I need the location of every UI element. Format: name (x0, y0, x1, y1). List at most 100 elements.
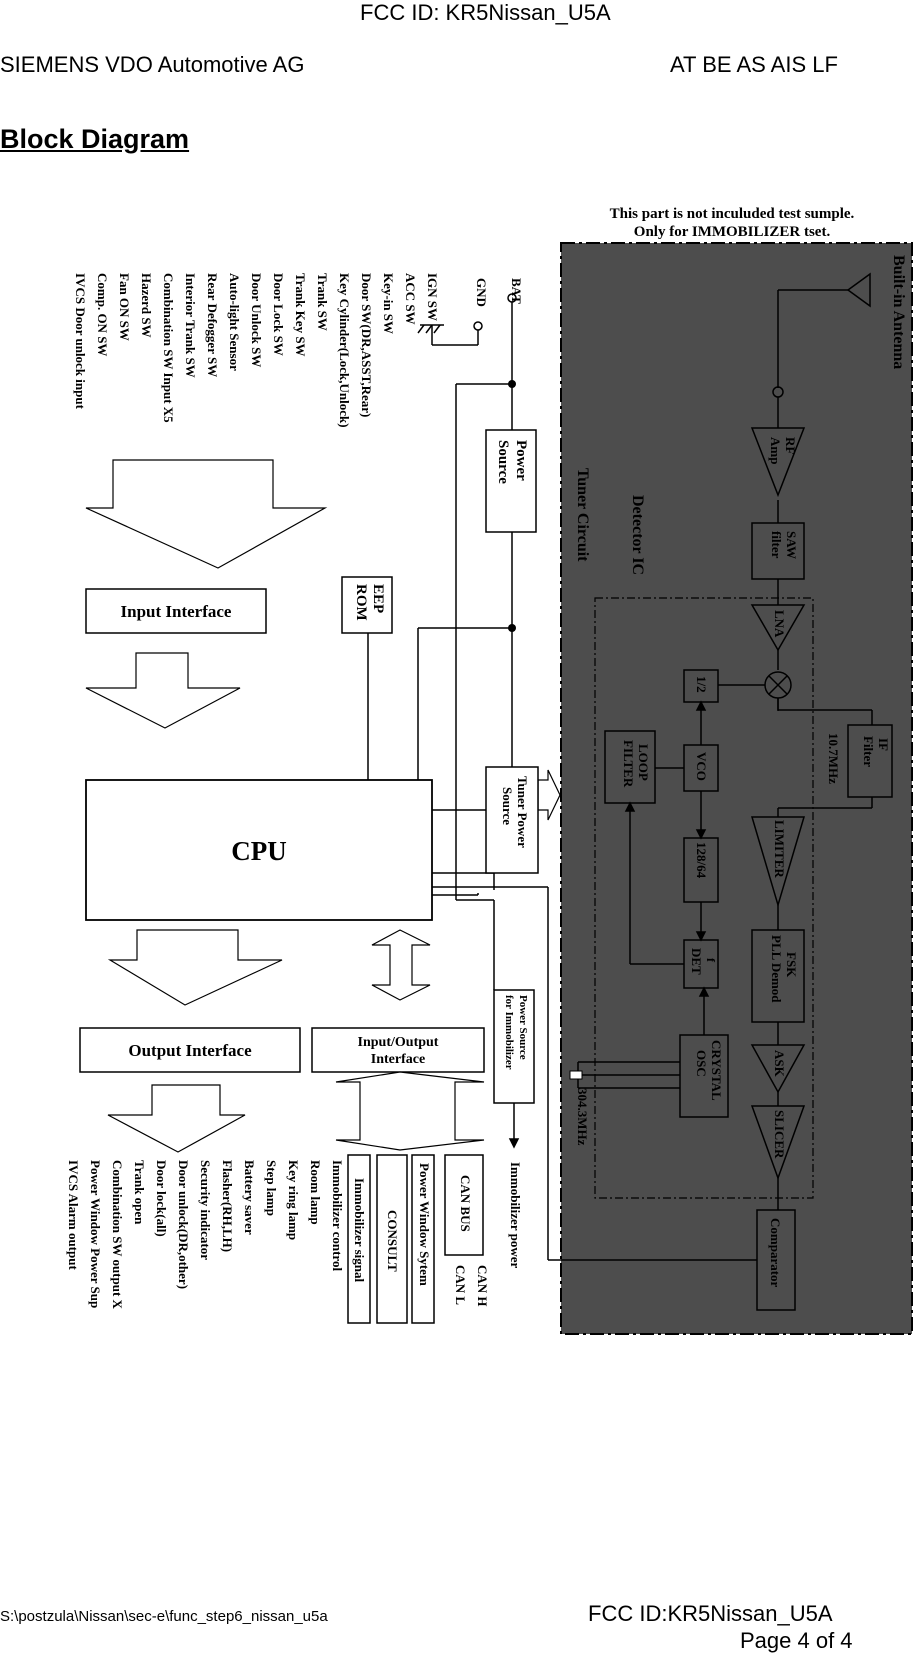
output-room-lamp: Room lamp (308, 1160, 323, 1225)
fsk-demod-label-1: FSK (784, 952, 799, 978)
ask-triangle (750, 1044, 806, 1094)
limiter-label: LIMITER (772, 820, 787, 878)
crystal-osc-label-1: CRYSTAL (709, 1040, 724, 1101)
input-gnd: GND (474, 278, 489, 307)
footer-fcc-id: FCC ID:KR5Nissan_U5A (588, 1601, 833, 1626)
input-key-cylinder: Key Cylinder(Lock,Unlock) (337, 273, 352, 428)
loop-filter-label-2: FILTER (621, 740, 636, 788)
input-trank-sw: Trank SW (315, 273, 330, 331)
input-door-sw: Door SW(DR,ASST,Rear) (359, 273, 374, 417)
power-window-system-box (411, 1154, 435, 1324)
input-hazerd-sw: Hazerd SW (139, 273, 154, 338)
output-battery-saver: Battery saver (242, 1160, 257, 1235)
fsk-demod-label-2: PLL Demod (769, 935, 784, 1003)
if-filter-label-1: IF (876, 738, 891, 751)
can-h-label: CAN H (475, 1265, 490, 1307)
output-power-window-sup: Power Window Power Sup (88, 1160, 103, 1308)
consult-label: CONSULT (385, 1210, 400, 1272)
can-l-label: CAN L (453, 1265, 468, 1305)
power-source-label-1: Power (513, 440, 529, 481)
output-key-ring-lamp: Key ring lamp (286, 1160, 301, 1240)
tuner-power-source-box (485, 766, 539, 874)
slicer-label: SLICER (772, 1110, 787, 1159)
detector-ic-label: Detector IC (629, 495, 646, 575)
output-arrow-icon (107, 1084, 246, 1153)
eeprom-box (341, 576, 393, 634)
junction-dot-1 (508, 380, 516, 388)
lna-label: LNA (772, 610, 787, 638)
eeprom-label-2: ROM (353, 584, 369, 621)
can-bus-box (444, 1154, 484, 1256)
tuner-circuit-label: Tuner Circuit (574, 468, 591, 562)
if-filter-box (847, 724, 893, 798)
tuner-power-arrow (537, 769, 561, 821)
cpu-box (85, 779, 433, 921)
built-in-antenna-label: Built-in Antenna (890, 255, 907, 369)
page-title: Block Diagram (0, 124, 190, 154)
detector-wiring (577, 700, 710, 1089)
output-door-unlock: Door unlock(DR,other) (176, 1160, 191, 1289)
io-interface-label-1: Input/Output (358, 1035, 439, 1050)
note-line-1: This part is not inculuded test sumple. (610, 206, 855, 222)
input-interface-box (85, 588, 267, 634)
power-immobilizer-label-2: for Immobilizer (503, 995, 515, 1070)
input-comp-on-sw: Comp. ON SW (95, 273, 110, 356)
cpu-io-double-arrow-icon (371, 929, 431, 1001)
fdet-label-1: f (704, 958, 718, 963)
crystal-icon (569, 1070, 583, 1080)
lna-triangle (750, 604, 806, 652)
input-signal-list: BAT GND IGN SW ACC SW Key-in SW Door SW(… (73, 273, 524, 428)
output-signal-list: Immobilizer control Room lamp Key ring l… (66, 1160, 345, 1310)
immobilizer-signal-box (347, 1154, 371, 1324)
rf-amp-label-2: Amp (768, 437, 783, 464)
comparator-label: Comparator (768, 1218, 783, 1288)
output-interface-box (79, 1027, 301, 1073)
power-source-box (485, 429, 537, 533)
tuner-power-label-2: Source (500, 787, 515, 825)
power-immobilizer-box (493, 989, 535, 1104)
output-ivcs-alarm: IVCS Alarm output (66, 1160, 81, 1270)
note-line-2: Only for IMMOBILIZER tset. (634, 224, 831, 240)
input-door-unlock-sw: Door Unlock SW (249, 273, 264, 367)
input-interface-label: Input Interface (121, 602, 232, 621)
input-arrow-icon (85, 459, 328, 569)
input-key-in-sw: Key-in SW (381, 273, 396, 334)
output-combination-sw: Combination SW output X (110, 1160, 125, 1310)
output-security-indicator: Security indicator (198, 1160, 213, 1260)
limiter-triangle (750, 816, 806, 908)
rf-amp-triangle (750, 427, 806, 498)
can-bus-label: CAN BUS (458, 1175, 473, 1232)
output-trank-open: Trank open (132, 1160, 147, 1225)
saw-filter-label-2: filter (769, 531, 784, 559)
input-auto-light-sensor: Auto-light Sensor (227, 273, 242, 371)
cpu-to-output-arrow-icon (107, 929, 283, 1006)
company-name: SIEMENS VDO Automotive AG (0, 52, 305, 77)
io-double-arrow-icon (335, 1071, 485, 1151)
power-source-label-2: Source (495, 440, 511, 484)
input-ign-sw: IGN SW (425, 273, 440, 321)
input-fan-on-sw: Fan ON SW (117, 273, 132, 341)
crystal-osc-box (679, 1034, 729, 1118)
divide-half-label: 1/2 (694, 676, 709, 693)
junction-dot-2 (508, 624, 516, 632)
input-ivcs-door-unlock: IVCS Door unlock input (73, 273, 88, 410)
department-code: AT BE AS AIS LF (670, 52, 838, 77)
input-to-cpu-arrow-icon (85, 652, 241, 729)
saw-filter-box (751, 522, 805, 580)
input-interior-trank-sw: Interior Trank SW (183, 273, 198, 378)
io-interface-label-2: Interface (371, 1052, 425, 1067)
loop-filter-box (604, 730, 656, 804)
vco-label: VCO (694, 752, 709, 781)
input-door-lock-sw: Door Lock SW (271, 273, 286, 356)
tuner-power-label-1: Tuner Power (515, 776, 530, 848)
cpu-label: CPU (231, 836, 287, 866)
input-trank-key-sw: Trank Key SW (293, 273, 308, 357)
crystal-frequency-label: 304.3MHz (575, 1088, 590, 1146)
if-frequency-label: 10.7MHz (826, 733, 841, 784)
consult-box (376, 1154, 408, 1324)
mixer-wiring (718, 684, 873, 1210)
comparator-box (756, 1209, 796, 1311)
divider-128-64-label: 128/64 (694, 842, 709, 879)
power-immobilizer-label-1: Power Source (517, 995, 529, 1060)
